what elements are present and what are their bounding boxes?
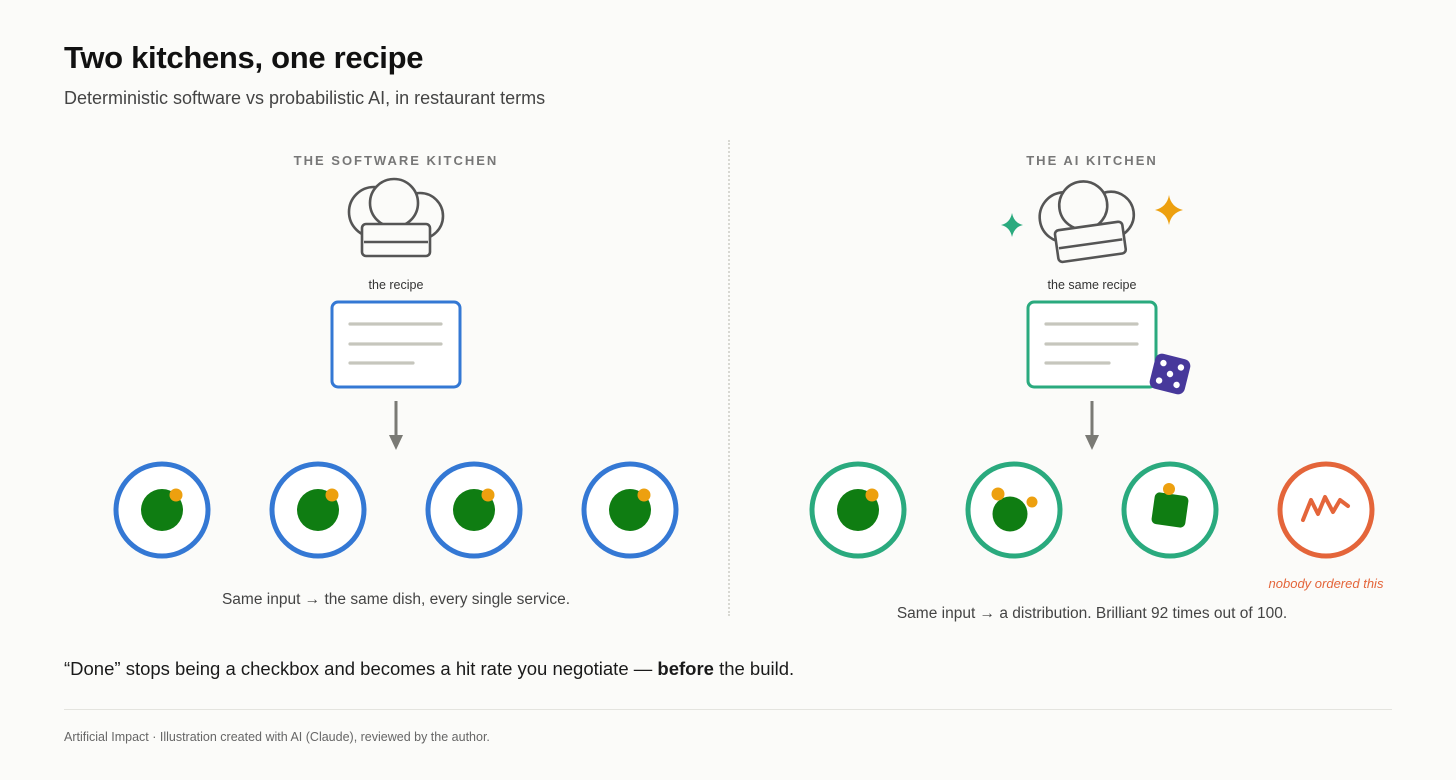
ai-plate-2	[965, 461, 1063, 559]
dice-icon	[1149, 353, 1191, 395]
recipe-card-icon	[330, 300, 462, 389]
ai-plate-outlier	[1277, 461, 1375, 559]
chef-hat-icon	[347, 177, 445, 258]
recipe-card-icon	[1026, 300, 1158, 389]
software-plate-2	[269, 461, 367, 559]
arrow-down-icon	[1085, 401, 1099, 450]
arrow-down-icon	[389, 401, 403, 450]
software-plate-4	[581, 461, 679, 559]
software-kitchen-label: THE SOFTWARE KITCHEN	[293, 153, 499, 168]
outlier-note: nobody ordered this	[1268, 576, 1384, 591]
conclusion-part: the build.	[713, 658, 795, 679]
ai-plate-1	[809, 461, 907, 559]
page-subtitle: Deterministic software vs probabilistic …	[64, 88, 546, 108]
ai-caption: Same input → a distribution. Brilliant 9…	[896, 605, 1288, 622]
sparkle-gold-icon	[1155, 195, 1183, 225]
chef-hat-tilted-icon	[1038, 180, 1136, 264]
conclusion-emphasis: before	[657, 658, 714, 679]
page-title: Two kitchens, one recipe	[64, 40, 424, 75]
sparkle-green-icon	[1001, 213, 1023, 237]
software-caption: Same input → the same dish, every single…	[221, 591, 571, 608]
ai-plate-3	[1121, 461, 1219, 559]
software-plate-1	[113, 461, 211, 559]
section-divider	[728, 140, 730, 616]
software-recipe-caption: the recipe	[368, 278, 424, 292]
conclusion-text: “Done” stops being a checkbox and become…	[64, 658, 794, 680]
software-plate-3	[425, 461, 523, 559]
ai-recipe-caption: the same recipe	[1047, 278, 1137, 292]
footer-credit: Artificial Impact · Illustration created…	[64, 730, 490, 744]
footer-divider	[64, 709, 1392, 710]
conclusion-part: “Done” stops being a checkbox and become…	[64, 658, 658, 679]
ai-kitchen-label: THE AI KITCHEN	[1026, 153, 1158, 168]
